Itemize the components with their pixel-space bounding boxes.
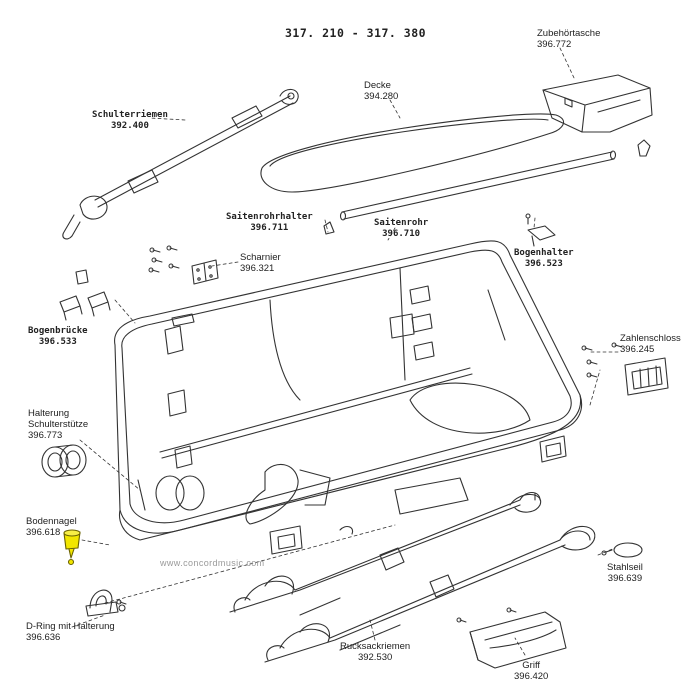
clip-drawing [637,139,651,157]
label-bodennagel-code: 396.618 [26,527,61,538]
string-tube-drawing [323,150,617,235]
lid-cover-drawing [260,113,565,193]
shoulder-strap-drawing [62,88,299,240]
label-d-ring-code: 396.636 [26,632,61,643]
label-zubehoertasche-name: Zubehörtasche [537,28,601,39]
label-halterung-code: 396.773 [28,430,63,441]
steel-cable-drawing [601,542,643,558]
label-schulterriemen: Schulterriemen 392.400 [92,110,168,132]
label-zahlenschloss-name: Zahlenschloss [620,333,681,344]
label-schulterriemen-code: 392.400 [110,121,149,131]
label-scharnier-code: 396.321 [240,263,275,274]
label-stahlseil: Stahlseil 396.639 [607,562,643,584]
label-rucksackriemen-name: Rucksackriemen [340,641,411,652]
label-saitenrohr-code: 396.710 [382,229,421,239]
label-halterung-name2: Schulterstütze [28,419,89,430]
end-pin-drawing [63,529,81,566]
label-bodennagel-name: Bodennagel [26,516,77,527]
label-zahlenschloss-code: 396.245 [620,344,655,355]
screws-drawing [116,245,623,623]
hinge-drawing [191,259,219,285]
label-saitenrohrhalter: Saitenrohrhalter 396.711 [226,212,313,234]
bow-holder-drawing [525,213,556,247]
label-bogenhalter-code: 396.523 [524,259,563,269]
label-bodennagel: Bodennagel 396.618 [26,516,77,538]
label-zubehoertasche-code: 396.772 [537,39,572,50]
label-stahlseil-code: 396.639 [607,573,643,584]
label-griff: Griff 396.420 [514,660,548,682]
label-halterung-name1: Halterung [28,408,70,419]
diagram-title: 317. 210 - 317. 380 [285,26,427,40]
watermark-text: www.concordmusic.com [160,558,265,568]
label-decke-code: 394.280 [364,91,399,102]
label-zubehoertasche: Zubehörtasche 396.772 [537,28,600,50]
label-bogenhalter: Bogenhalter 396.523 [514,248,574,270]
label-bogenbruecke-name: Bogenbrücke [28,326,88,336]
label-griff-name: Griff [522,660,541,671]
label-decke: Decke 394.280 [364,80,398,102]
label-saitenrohrhalter-code: 396.711 [250,223,289,233]
label-bogenbruecke-code: 396.533 [38,337,77,347]
label-saitenrohr-name: Saitenrohr [374,218,429,228]
label-stahlseil-name: Stahlseil [607,562,643,573]
label-schulterriemen-name: Schulterriemen [92,110,168,120]
label-scharnier-name: Scharnier [240,252,281,263]
label-rucksackriemen-code: 392.530 [357,652,393,663]
accessory-bag-drawing [542,74,653,133]
label-rucksackriemen: Rucksackriemen 392.530 [340,641,410,663]
label-bogenbruecke: Bogenbrücke 396.533 [28,326,88,348]
label-saitenrohr: Saitenrohr 396.710 [374,218,428,240]
label-griff-code: 396.420 [514,671,549,682]
combination-lock-drawing [624,357,669,396]
bow-bridge-drawing [59,269,111,321]
label-scharnier: Scharnier 396.321 [240,252,281,274]
label-d-ring: D-Ring mit Halterung 396.636 [26,621,115,643]
label-zahlenschloss: Zahlenschloss 396.245 [620,333,681,355]
label-d-ring-name: D-Ring mit Halterung [26,621,115,632]
label-saitenrohrhalter-name: Saitenrohrhalter [226,212,313,222]
label-halterung-schulterstuetze: Halterung Schulterstütze 396.773 [28,408,88,441]
case-body-drawing [114,240,583,555]
backpack-straps-drawing [229,491,596,663]
label-bogenhalter-name: Bogenhalter [514,248,574,258]
handle-drawing [469,611,567,669]
leader-lines [71,47,619,656]
shoulder-rest-holder-drawing [41,444,87,478]
label-decke-name: Decke [364,80,391,91]
d-ring-drawing [85,589,126,617]
